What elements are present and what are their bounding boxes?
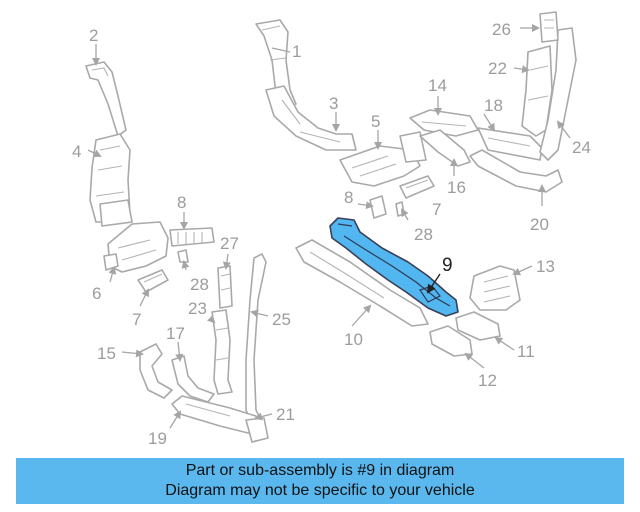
part-7-center	[399, 175, 435, 199]
callout-11: 11	[517, 342, 535, 361]
part-16-duct	[419, 129, 471, 167]
parts-diagram: 1 2 3 4 5 6 7 7 8 8 9 10 11 12 13 14 15 …	[72, 11, 591, 448]
info-banner: Part or sub-assembly is #9 in diagram Di…	[16, 458, 624, 504]
part-13-vent	[469, 265, 521, 311]
part-5-housing	[339, 131, 427, 187]
callout-labels: 1 2 3 4 5 6 7 7 8 8 9 10 11 12 13 14 15 …	[72, 20, 591, 448]
banner-line-part-number: Part or sub-assembly is #9 in diagram	[185, 462, 455, 479]
part-24-duct	[539, 27, 577, 161]
callout-4: 4	[72, 142, 81, 161]
banner-line-disclaimer: Diagram may not be specific to your vehi…	[165, 482, 475, 499]
callout-7b: 7	[432, 200, 441, 219]
part-2-duct	[85, 61, 133, 227]
part-19-duct	[171, 395, 269, 443]
callout-26: 26	[492, 20, 511, 39]
part-3-duct	[265, 85, 357, 151]
part-11-duct	[455, 311, 501, 341]
callout-13: 13	[536, 257, 555, 276]
part-28-left	[177, 249, 189, 263]
callout-21: 21	[276, 405, 295, 424]
callout-27: 27	[220, 234, 239, 253]
callout-2: 2	[89, 26, 98, 45]
part-20-duct	[469, 149, 563, 193]
callout-24: 24	[572, 138, 591, 157]
callout-28a: 28	[190, 275, 209, 294]
callout-17: 17	[166, 324, 185, 343]
callout-16: 16	[447, 178, 466, 197]
callout-3: 3	[329, 94, 338, 113]
part-26-vent	[539, 11, 559, 43]
part-15-elbow	[139, 343, 173, 399]
callout-6: 6	[92, 284, 101, 303]
callout-1: 1	[292, 42, 301, 61]
part-25-pipe	[245, 253, 267, 425]
callout-14: 14	[428, 76, 447, 95]
part-14-duct	[409, 109, 479, 137]
part-27	[217, 265, 233, 309]
leader-lines	[87, 24, 571, 429]
callout-25: 25	[272, 310, 291, 329]
part-6-housing	[103, 221, 169, 273]
callout-8a: 8	[177, 193, 186, 212]
callout-28b: 28	[414, 225, 433, 244]
part-23-duct	[211, 309, 233, 395]
callout-19: 19	[148, 429, 167, 448]
part-1-duct	[255, 19, 297, 109]
part-8-left	[169, 227, 215, 247]
callout-12: 12	[478, 371, 497, 390]
part-7-left	[137, 269, 169, 293]
callout-15: 15	[97, 344, 116, 363]
callout-18: 18	[484, 96, 503, 115]
part-10-duct	[295, 239, 429, 327]
part-17-elbow	[171, 355, 215, 403]
callout-22: 22	[488, 59, 507, 78]
callout-7a: 7	[132, 310, 141, 329]
callout-9-highlighted: 9	[442, 255, 453, 276]
part-28-center	[395, 201, 405, 217]
part-8-center	[369, 195, 387, 219]
callout-8b: 8	[344, 188, 353, 207]
callout-20: 20	[530, 215, 549, 234]
callout-23: 23	[188, 299, 207, 318]
callout-5: 5	[371, 112, 380, 131]
callout-10: 10	[344, 330, 363, 349]
